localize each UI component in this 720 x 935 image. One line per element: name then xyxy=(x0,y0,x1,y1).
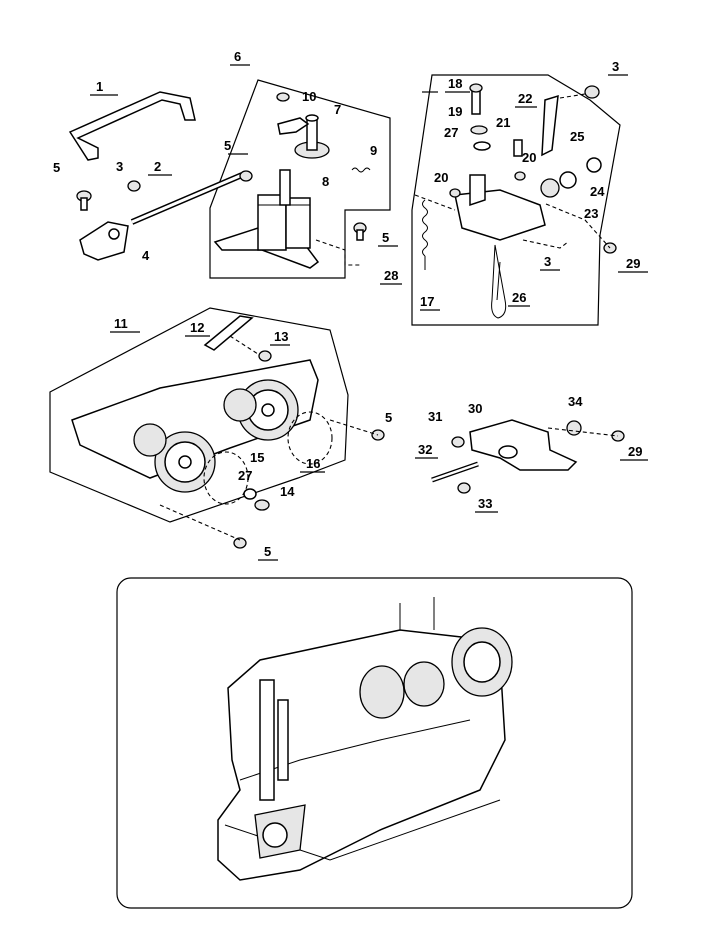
callout-6: 6 xyxy=(234,49,241,64)
callout-27: 27 xyxy=(444,125,458,140)
callout-24: 24 xyxy=(590,184,605,199)
assembly-6-group xyxy=(209,79,391,279)
callout-12: 12 xyxy=(190,320,204,335)
callout-20: 20 xyxy=(522,150,536,165)
callout-2: 2 xyxy=(154,159,161,174)
callout-9: 9 xyxy=(370,143,377,158)
callout-11: 11 xyxy=(114,316,128,331)
callout-3: 3 xyxy=(116,159,123,174)
callout-leaders xyxy=(90,64,648,561)
callout-16: 16 xyxy=(306,456,320,471)
assembly-11-group xyxy=(49,307,385,549)
assembly-17-group xyxy=(411,74,621,326)
callout-labels: 1 2 3 3 3 4 5 5 5 5 5 5 6 7 8 9 10 11 12… xyxy=(53,49,642,559)
callout-10: 10 xyxy=(302,89,316,104)
callout-30: 30 xyxy=(468,401,482,416)
callout-7: 7 xyxy=(334,102,341,117)
callout-3: 3 xyxy=(544,254,551,269)
upper-left-parts xyxy=(68,91,253,261)
presser-lifter-parts xyxy=(431,419,625,494)
callout-5: 5 xyxy=(385,410,392,425)
callout-5: 5 xyxy=(224,138,231,153)
callout-31: 31 xyxy=(428,409,442,424)
callout-17: 17 xyxy=(420,294,434,309)
callout-19: 19 xyxy=(448,104,462,119)
callout-29: 29 xyxy=(628,444,642,459)
callout-15: 15 xyxy=(250,450,264,465)
callout-18: 18 xyxy=(448,76,462,91)
callout-4: 4 xyxy=(142,248,150,263)
callout-28: 28 xyxy=(384,268,398,283)
callout-23: 23 xyxy=(584,206,598,221)
callout-5: 5 xyxy=(264,544,271,559)
callout-22: 22 xyxy=(518,91,532,106)
callout-13: 13 xyxy=(274,329,288,344)
callout-5: 5 xyxy=(382,230,389,245)
callout-26: 26 xyxy=(512,290,526,305)
callout-8: 8 xyxy=(322,174,329,189)
callout-25: 25 xyxy=(570,129,584,144)
callout-34: 34 xyxy=(568,394,583,409)
callout-32: 32 xyxy=(418,442,432,457)
callout-1: 1 xyxy=(96,79,103,94)
callout-29: 29 xyxy=(626,256,640,271)
callout-3: 3 xyxy=(612,59,619,74)
callout-21: 21 xyxy=(496,115,510,130)
callout-27: 27 xyxy=(238,468,252,483)
callout-20: 20 xyxy=(434,170,448,185)
callout-14: 14 xyxy=(280,484,295,499)
callout-5: 5 xyxy=(53,160,60,175)
callout-33: 33 xyxy=(478,496,492,511)
machine-overview xyxy=(116,577,633,909)
